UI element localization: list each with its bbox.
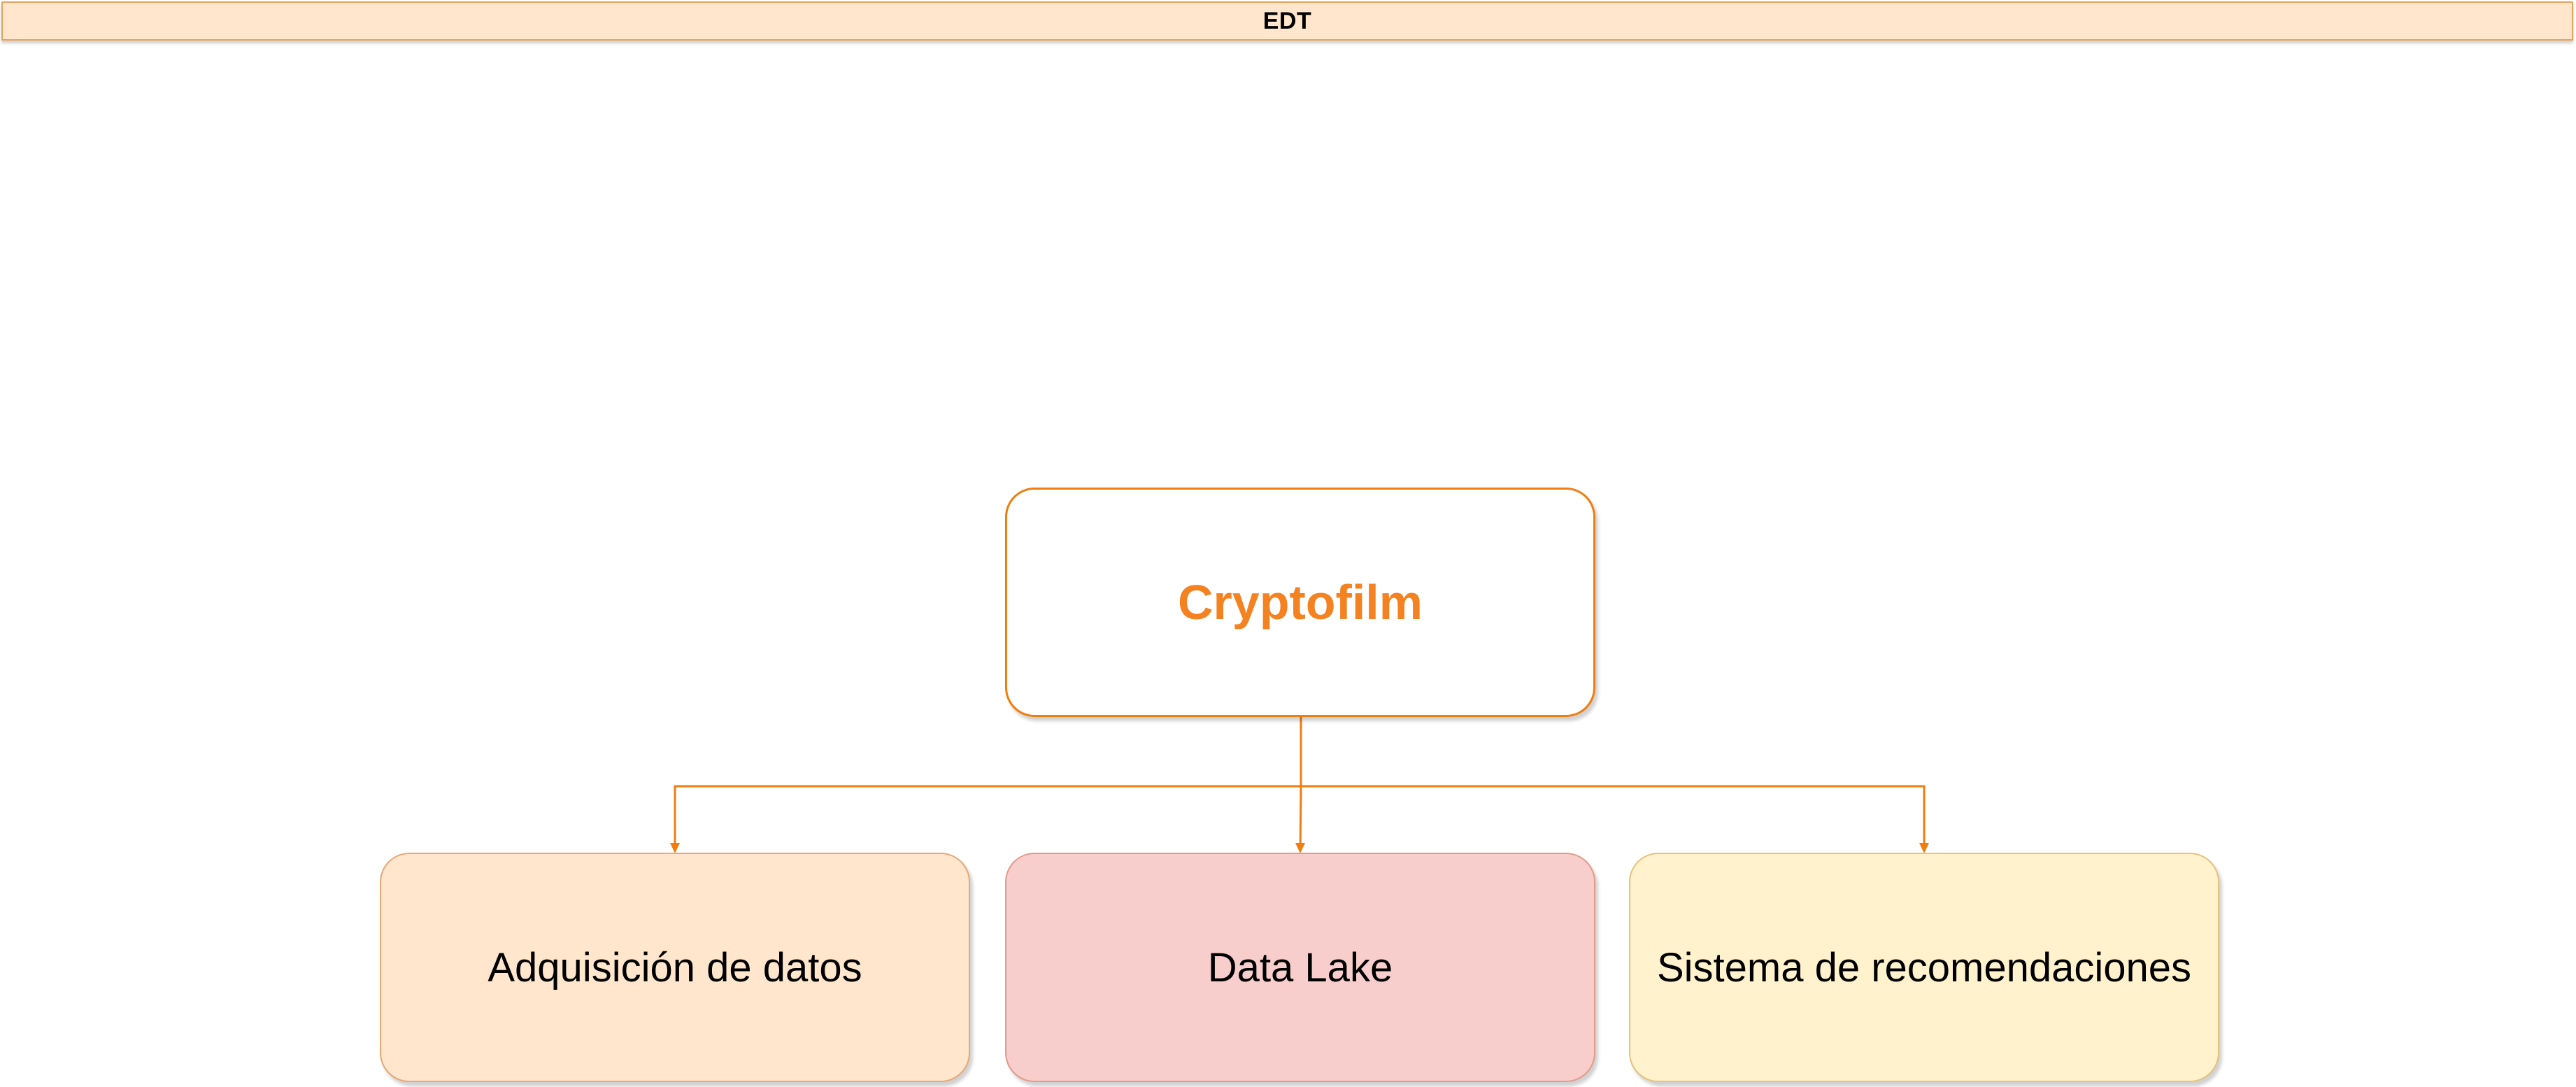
- child-node-label: Sistema de recomendaciones: [1656, 944, 2192, 990]
- connector-to-adquisicion: [674, 717, 1302, 851]
- child-node-label: Adquisición de datos: [488, 944, 862, 990]
- root-node-label: Cryptofilm: [1178, 575, 1423, 630]
- root-node-cryptofilm[interactable]: Cryptofilm: [1005, 488, 1595, 717]
- child-node-data-lake[interactable]: Data Lake: [1005, 853, 1595, 1082]
- connector-to-sistema: [1300, 717, 1926, 851]
- child-node-adquisicion-de-datos[interactable]: Adquisición de datos: [380, 853, 970, 1082]
- child-node-sistema-de-recomendaciones[interactable]: Sistema de recomendaciones: [1629, 853, 2219, 1082]
- header-bar: EDT: [1, 1, 2573, 41]
- arrowhead-adquisicion: [670, 843, 680, 853]
- header-title: EDT: [1262, 7, 1312, 34]
- child-node-label: Data Lake: [1207, 944, 1393, 990]
- arrowhead-sistema: [1919, 843, 1929, 853]
- arrowhead-data-lake: [1295, 843, 1305, 853]
